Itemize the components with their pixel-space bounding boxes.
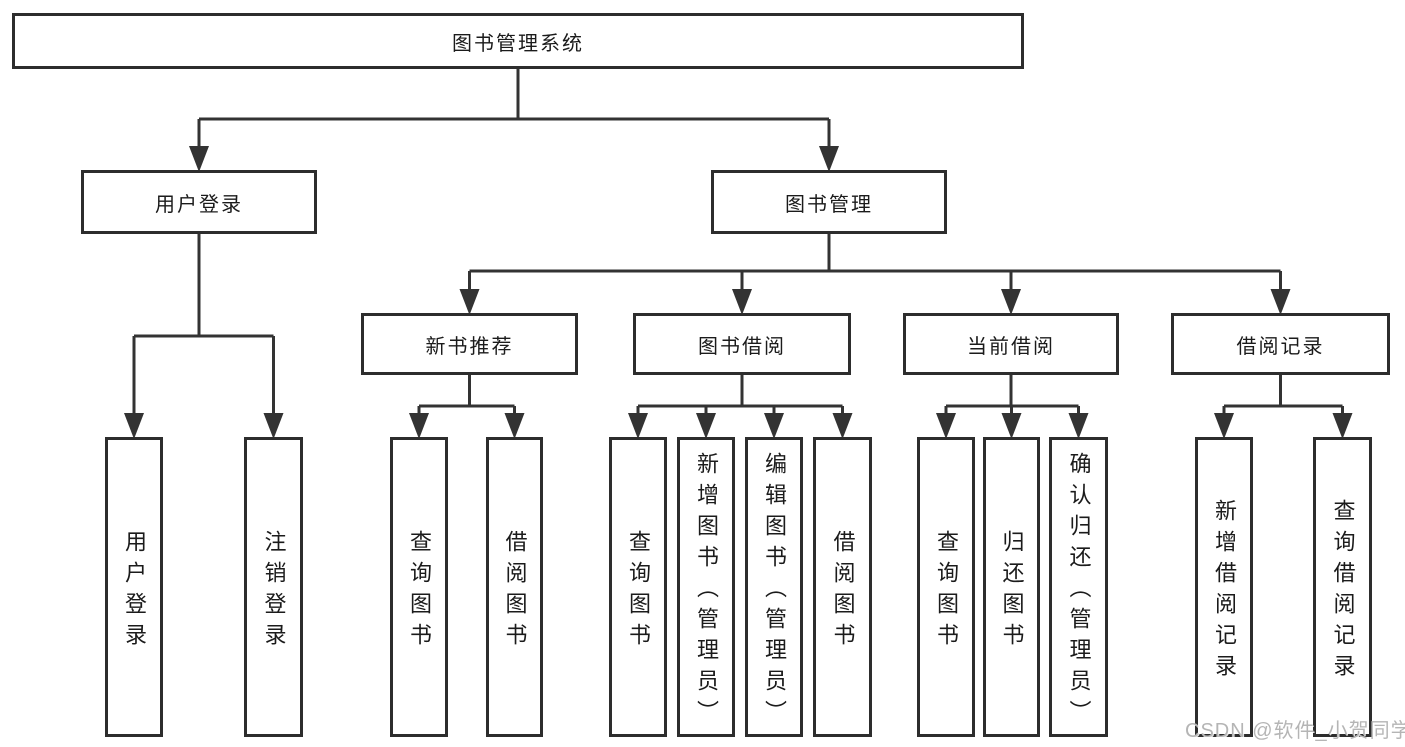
diagram-node-leaf-borrow-books-2: 借阅图书 [813,437,872,737]
diagram-node-leaf-add-borrow-record: 新增借阅记录 [1195,437,1253,737]
diagram-node-leaf-return-books: 归还图书 [983,437,1040,737]
diagram-node-leaf-query-books-1: 查询图书 [390,437,448,737]
diagram-node-label-new-book-recommend: 新书推荐 [425,335,514,358]
arrowhead-down-icon [189,146,209,172]
diagram-node-leaf-edit-books-admin: 编辑图书（管理员） [745,437,803,737]
diagram-node-label-leaf-add-books-admin: 新增图书（管理员） [694,452,719,731]
diagram-node-leaf-add-books-admin: 新增图书（管理员） [677,437,735,737]
diagram-node-label-book-borrowing: 图书借阅 [698,335,786,358]
diagram-node-leaf-confirm-return-admin: 确认归还（管理员） [1049,437,1108,737]
diagram-node-label-system-root: 图书管理系统 [452,32,584,55]
arrowhead-down-icon [764,413,784,439]
arrowhead-down-icon [504,413,525,439]
diagram-node-label-leaf-query-books-2: 查询图书 [626,529,651,654]
diagram-node-label-user-login-branch: 用户登录 [155,193,243,216]
diagram-node-label-leaf-borrow-books-1: 借阅图书 [502,529,528,654]
diagram-node-current-borrowing: 当前借阅 [903,313,1119,375]
diagram-node-borrowing-records: 借阅记录 [1171,313,1390,375]
diagram-node-leaf-borrow-books-1: 借阅图书 [486,437,543,737]
arrowhead-down-icon [936,413,956,439]
diagram-node-book-borrowing: 图书借阅 [633,313,851,375]
arrowhead-down-icon [263,413,284,439]
diagram-node-label-leaf-return-books: 归还图书 [999,529,1025,654]
arrowhead-down-icon [1332,413,1353,439]
arrowhead-down-icon [732,289,752,315]
diagram-node-label-leaf-query-books-3: 查询图书 [934,529,959,654]
diagram-node-label-borrowing-records: 借阅记录 [1236,335,1325,358]
arrowhead-down-icon [628,413,648,439]
diagram-node-label-leaf-logout: 注销登录 [261,529,287,654]
arrowhead-down-icon [1068,413,1089,439]
diagram-node-label-leaf-add-borrow-record: 新增借阅记录 [1212,498,1237,685]
diagram-node-user-login-branch: 用户登录 [81,170,317,234]
csdn-watermark: CSDN @软件_小贺同学 [1185,720,1405,742]
diagram-node-system-root: 图书管理系统 [12,13,1024,69]
arrowhead-down-icon [1001,413,1022,439]
diagram-node-label-current-borrowing: 当前借阅 [967,335,1055,358]
arrowhead-down-icon [1214,413,1234,439]
diagram-node-label-leaf-query-borrow-record: 查询借阅记录 [1330,498,1356,685]
diagram-node-label-leaf-confirm-return-admin: 确认归还（管理员） [1066,452,1092,731]
diagram-node-leaf-query-borrow-record: 查询借阅记录 [1313,437,1372,737]
diagram-node-label-leaf-user-login: 用户登录 [122,529,147,654]
diagram-node-leaf-query-books-3: 查询图书 [917,437,975,737]
diagram-node-label-leaf-query-books-1: 查询图书 [407,529,432,654]
diagram-node-leaf-user-login: 用户登录 [105,437,163,737]
diagram-node-new-book-recommend: 新书推荐 [361,313,578,375]
diagram-node-book-management-branch: 图书管理 [711,170,947,234]
arrowhead-down-icon [459,289,480,315]
arrowhead-down-icon [832,413,853,439]
diagram-node-label-leaf-edit-books-admin: 编辑图书（管理员） [762,452,787,731]
arrowhead-down-icon [124,413,144,439]
arrowhead-down-icon [696,413,716,439]
diagram-node-label-leaf-borrow-books-2: 借阅图书 [830,529,856,654]
arrowhead-down-icon [409,413,429,439]
arrowhead-down-icon [1270,289,1291,315]
diagram-node-label-book-management-branch: 图书管理 [785,193,873,216]
diagram-node-leaf-query-books-2: 查询图书 [609,437,667,737]
arrowhead-down-icon [1001,289,1021,315]
diagram-node-leaf-logout: 注销登录 [244,437,303,737]
arrowhead-down-icon [819,146,839,172]
